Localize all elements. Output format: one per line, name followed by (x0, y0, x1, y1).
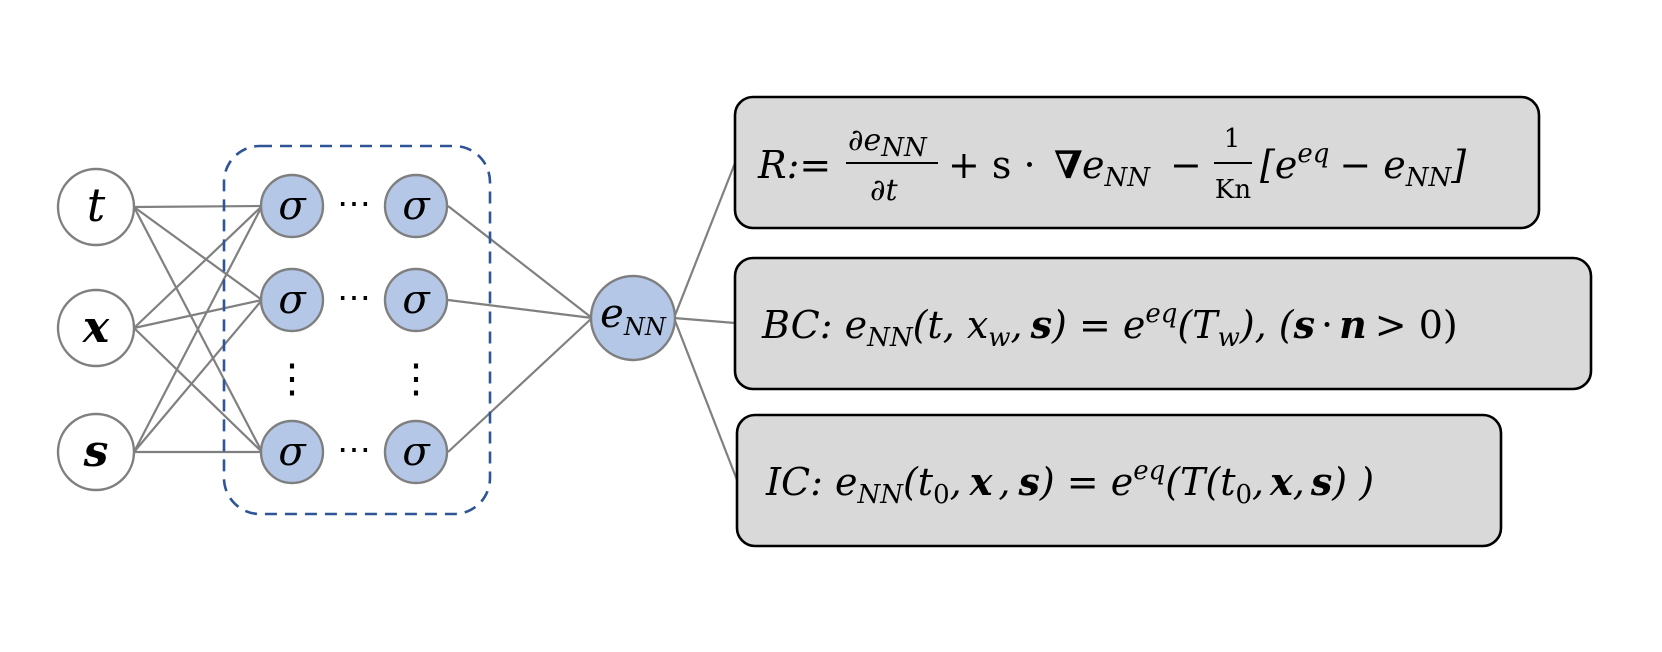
edge (133, 205, 263, 329)
edge (133, 206, 263, 301)
residual-plus-s: + s · (948, 143, 1036, 187)
edge (447, 317, 593, 453)
svg-text:σ: σ (278, 429, 307, 475)
horizontal-dots: ⋯ (337, 184, 371, 224)
initial-equation: IC: eNN(t0,x,s) = eeq(T(t0,x,s) ) (765, 456, 1374, 510)
hidden-neuron: σ (259, 267, 325, 333)
ellipses: ⋯ ⋯ ⋯ ⋮ ⋮ (272, 184, 436, 470)
edge (133, 204, 263, 209)
input-node-t: t (56, 167, 136, 247)
input-node-s: s (56, 412, 136, 492)
boundary-equation: BC: eNN(t, xw,s) = eeq(Tw), (s·n> 0) (761, 299, 1458, 353)
horizontal-dots: ⋯ (337, 430, 371, 470)
svg-text:σ: σ (402, 429, 431, 475)
residual-frac2-denominator: Kn (1215, 175, 1251, 205)
residual-bracket-term: [eeq− eNN] (1260, 139, 1466, 193)
residual-minus: − (1170, 143, 1202, 187)
initial-condition-box: IC: eNN(t0,x,s) = eeq(T(t0,x,s) ) (735, 413, 1503, 548)
input-label-x: x (82, 302, 110, 353)
vertical-dots: ⋮ (272, 356, 312, 402)
edge (133, 327, 263, 453)
hidden-neuron: σ (383, 267, 449, 333)
hidden-neuron: σ (383, 173, 449, 239)
edge (672, 162, 737, 319)
edge (672, 317, 739, 481)
output-label-sub: NN (623, 313, 667, 341)
horizontal-dots: ⋯ (337, 278, 371, 318)
input-label-t: t (87, 178, 106, 232)
edge (673, 316, 736, 325)
edge (133, 205, 263, 453)
hidden-neuron: σ (259, 419, 325, 485)
residual-frac2-numerator: 1 (1224, 124, 1241, 154)
boundary-condition-box: BC: eNN(t, xw,s) = eeq(Tw), (s·n> 0) (733, 256, 1593, 391)
vertical-dots: ⋮ (396, 356, 436, 402)
output-to-equation-edges (672, 162, 739, 481)
edge (133, 299, 263, 453)
input-to-hidden-edges (133, 204, 263, 454)
residual-equation-box: R:= ∂eNN ∂t + s · ∇ eNN − 1 Kn [eeq− eNN… (733, 95, 1541, 230)
residual-frac1-numerator: ∂eNN (848, 123, 928, 163)
output-label-base: e (600, 291, 624, 337)
hidden-layers-frame (222, 144, 492, 516)
residual-e-nn: eNN (1082, 143, 1151, 193)
hidden-to-output-edges (447, 205, 593, 453)
svg-text:σ: σ (278, 277, 307, 323)
svg-text:σ: σ (402, 183, 431, 229)
input-label-s: s (83, 426, 109, 477)
svg-text:eNN: eNN (600, 291, 667, 341)
residual-frac1-denominator: ∂t (870, 173, 899, 208)
hidden-neurons: σ σ σ σ σ σ (259, 173, 449, 485)
input-node-x: x (56, 288, 136, 368)
hidden-neuron: σ (383, 419, 449, 485)
bc-label: BC (761, 303, 820, 347)
edge (447, 205, 593, 319)
nabla-symbol: ∇ (1054, 142, 1083, 187)
svg-text:σ: σ (402, 277, 431, 323)
edge (133, 298, 263, 330)
output-node: eNN (589, 274, 677, 362)
hidden-neuron: σ (259, 173, 325, 239)
svg-text:σ: σ (278, 183, 307, 229)
edge (447, 298, 593, 320)
residual-lhs: R:= (757, 143, 831, 187)
ic-label: IC (765, 460, 810, 504)
